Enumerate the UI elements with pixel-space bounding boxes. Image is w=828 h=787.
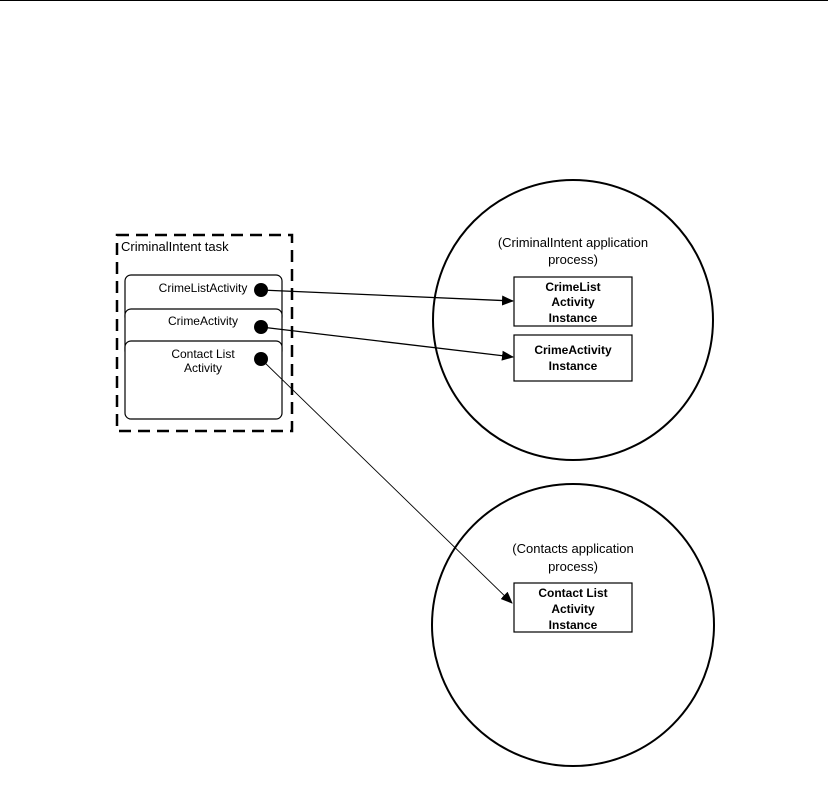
arrow-crime — [260, 326, 514, 361]
instance-box-contactlist — [513, 582, 633, 633]
contacts-process-label-line1: (Contacts application — [512, 541, 633, 556]
instance-crime-line1: CrimeActivity — [534, 343, 612, 357]
instance-crimelist-line1: CrimeList — [545, 280, 600, 294]
activity-label-contactlist-line1: Contact List — [171, 347, 235, 361]
task-title: CriminalIntent task — [121, 239, 229, 254]
arrow-crimelist — [260, 289, 514, 306]
instance-crimelist-line2: Activity — [551, 295, 595, 309]
process-label-line1: (CriminalIntent application — [498, 235, 648, 250]
instance-contactlist-line3: Instance — [549, 618, 598, 632]
instance-box-crimelist — [513, 276, 633, 327]
criminalintent-task-box: CriminalIntent task CrimeListActivity Cr… — [115, 233, 294, 433]
instance-crime-line2: Instance — [549, 359, 598, 373]
instance-crimelist-line3: Instance — [549, 311, 598, 325]
activity-label-crimelist: CrimeListActivity — [159, 281, 248, 295]
criminalintent-process: (CriminalIntent application process) Cri… — [432, 179, 714, 461]
activity-label-contactlist-line2: Activity — [184, 361, 222, 375]
instance-contactlist-line2: Activity — [551, 602, 595, 616]
contacts-process-label-line2: process) — [548, 559, 598, 574]
arrow-contactlist — [260, 358, 513, 604]
process-label-line2: process) — [548, 252, 598, 267]
activity-label-crime: CrimeActivity — [168, 314, 238, 328]
contacts-process: (Contacts application process) Contact L… — [431, 483, 715, 767]
instance-box-crime — [513, 334, 633, 382]
instance-contactlist-line1: Contact List — [538, 586, 607, 600]
